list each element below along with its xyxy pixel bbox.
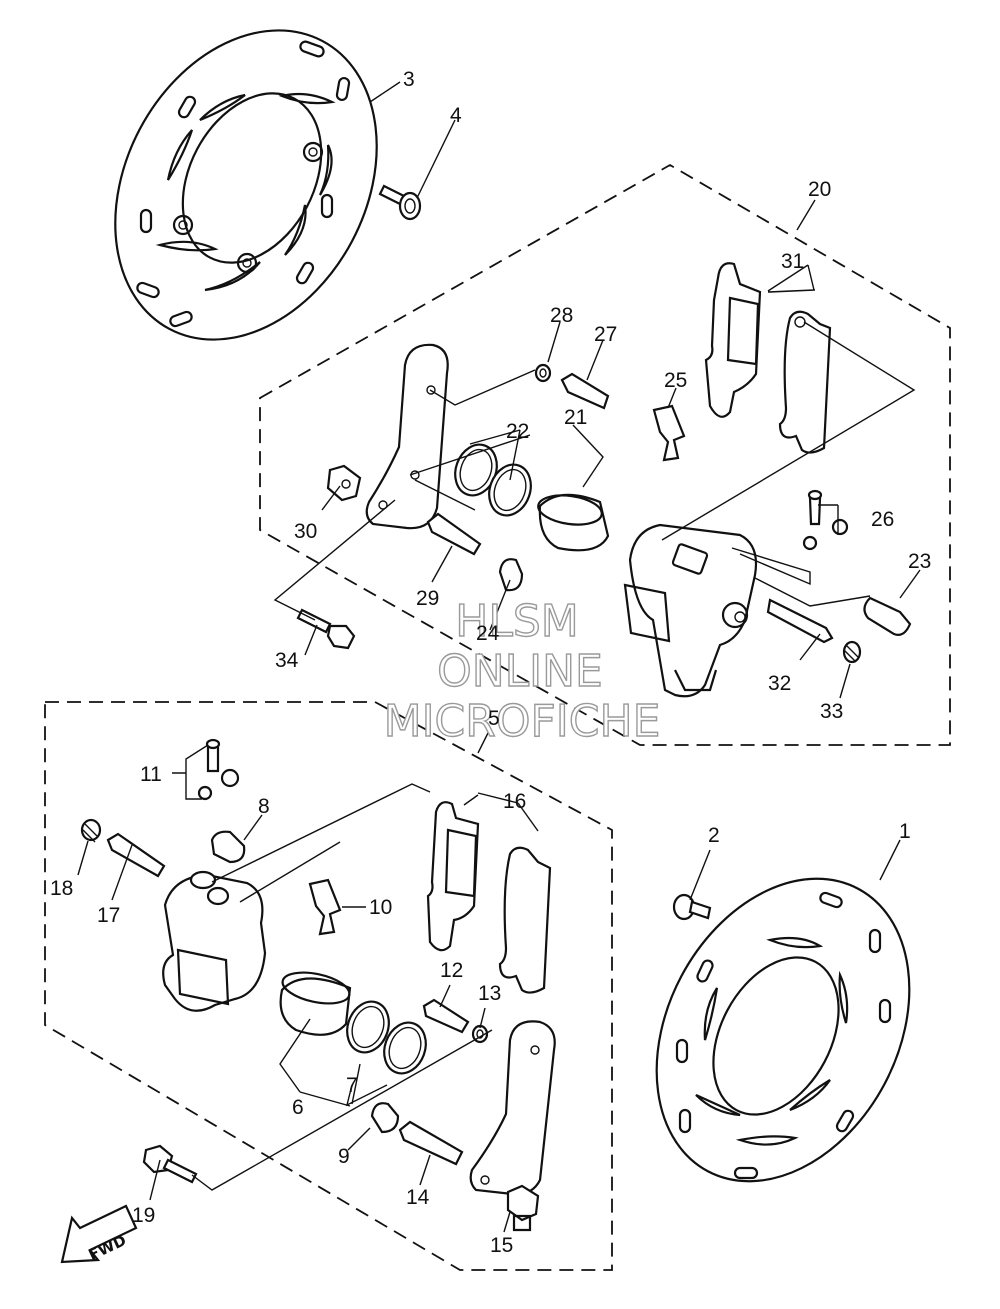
callout-29: 29 [416,587,439,610]
pad-spring-25[interactable] [652,404,686,462]
piston-seal-upper-b[interactable] [482,459,537,522]
callout-13: 13 [478,982,501,1005]
callout-28: 28 [550,304,573,327]
callout-7: 7 [346,1074,358,1097]
callout-24: 24 [476,622,500,645]
caliper-bracket-lower[interactable] [469,1020,556,1196]
callout-5: 5 [488,707,500,730]
callout-8: 8 [258,795,270,818]
callout-23: 23 [908,550,931,573]
disc-bolt-lower[interactable] [672,893,712,921]
piston-lower[interactable] [279,967,352,1036]
disc-bolt-upper[interactable] [378,184,422,221]
boot-8[interactable] [210,830,246,864]
bolt-29[interactable] [426,512,482,556]
spring-33[interactable] [842,640,862,664]
watermark: HLSM ONLINE MICROFICHE [383,595,661,747]
nut-15[interactable] [506,1184,540,1232]
brake-pad-lower-a[interactable] [426,801,480,952]
piston-upper[interactable] [536,492,610,552]
callout-32: 32 [768,672,791,695]
callout-20: 20 [808,178,831,201]
caliper-body-lower[interactable] [162,870,267,1012]
callout-34: 34 [275,649,299,672]
piston-seal-lower-b[interactable] [377,1017,432,1080]
pin-17[interactable] [106,832,166,878]
callout-31: 31 [781,250,804,273]
callout-26: 26 [871,508,894,531]
callout-10: 10 [369,896,392,919]
callout-labels: 3 4 20 31 28 27 25 22 21 26 23 30 29 24 … [50,68,931,1257]
bleed-screw-11[interactable] [197,738,240,801]
piston-seal-lower-a[interactable] [340,996,395,1059]
pin-32[interactable] [766,598,834,644]
callout-21: 21 [564,406,587,429]
bolt-23[interactable] [863,596,912,636]
brake-disc-upper[interactable] [64,0,429,385]
brake-disc-lower[interactable] [606,835,959,1226]
callout-2: 2 [708,824,720,847]
callout-9: 9 [338,1145,350,1168]
callout-22: 22 [506,420,529,443]
callout-25: 25 [664,369,687,392]
callout-16: 16 [503,790,526,813]
forward-direction-arrow: FWD [60,1204,138,1264]
leader-lines [77,81,921,1233]
callout-4: 4 [450,104,462,127]
callout-30: 30 [294,520,317,543]
callout-18: 18 [50,877,73,900]
callout-27: 27 [594,323,617,346]
callout-12: 12 [440,959,463,982]
boot-9[interactable] [370,1102,400,1134]
callout-15: 15 [490,1234,513,1257]
group-5-outline [44,701,613,1271]
callout-19: 19 [132,1204,155,1227]
brake-pad-lower-b[interactable] [498,846,552,994]
washer-28[interactable] [534,363,552,383]
bolt-14[interactable] [398,1120,464,1166]
callout-11: 11 [140,763,162,786]
brake-pad-upper-a[interactable] [704,262,762,418]
caliper-body-upper[interactable] [623,523,758,698]
callout-6: 6 [292,1096,304,1119]
group-20-outline [259,163,951,746]
callout-33: 33 [820,700,843,723]
brake-pad-upper-b[interactable] [778,310,832,454]
watermark-line-2: ONLINE [437,646,603,697]
pin-12[interactable] [422,998,470,1034]
spring-18[interactable] [80,818,102,843]
pin-27[interactable] [560,372,610,410]
bleed-screw-26[interactable] [802,489,849,551]
callout-17: 17 [97,904,120,927]
caliper-bracket-upper[interactable] [365,343,449,530]
callout-1: 1 [899,820,911,843]
callout-14: 14 [406,1186,430,1209]
bolt-19[interactable] [142,1144,198,1184]
pad-spring-10[interactable] [308,878,342,936]
callout-3: 3 [403,68,415,91]
watermark-line-1: HLSM [455,596,579,647]
watermark-line-3: MICROFICHE [384,696,661,747]
boot-24[interactable] [498,558,524,592]
